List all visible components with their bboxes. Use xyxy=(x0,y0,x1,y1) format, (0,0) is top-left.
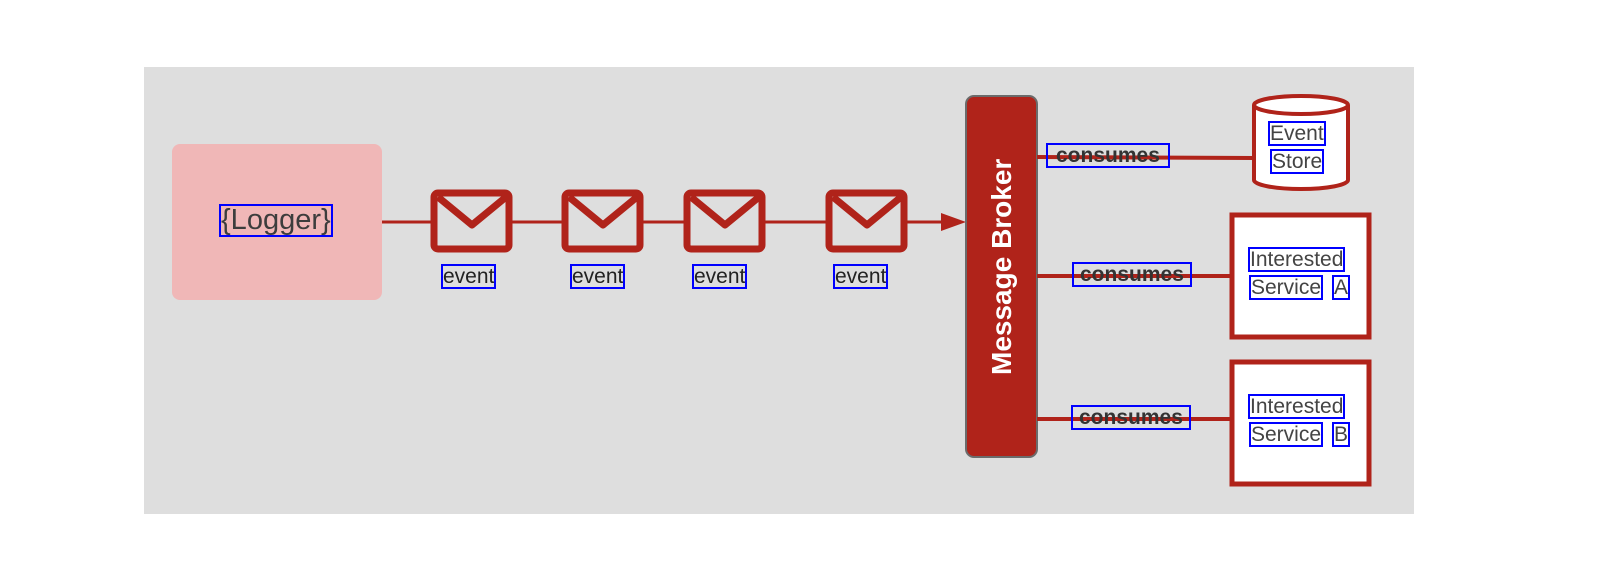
event-label: event xyxy=(440,264,497,289)
service-b-label-line1: Interested xyxy=(1247,394,1346,419)
service-a-label-line1: Interested xyxy=(1247,247,1346,272)
envelope-icon xyxy=(561,189,644,253)
logger-node[interactable] xyxy=(172,144,382,300)
service-a-label-service: Service xyxy=(1248,275,1324,300)
logger-label: {Logger} xyxy=(219,204,333,237)
event-label: event xyxy=(691,264,748,289)
service-b-label-letter: B xyxy=(1331,422,1351,447)
consumes-label: consumes xyxy=(1072,262,1192,287)
event-label: event xyxy=(832,264,889,289)
service-a-label-letter: A xyxy=(1331,275,1351,300)
flow-arrowhead-icon xyxy=(941,213,966,231)
envelope-icon xyxy=(683,189,766,253)
consumes-edge-event-store xyxy=(1036,155,1255,160)
event-store-label-line2: Store xyxy=(1269,149,1325,174)
service-a-node[interactable] xyxy=(1229,212,1372,340)
consumes-label: consumes xyxy=(1046,143,1170,168)
envelope-icon xyxy=(825,189,908,253)
service-b-node[interactable] xyxy=(1229,359,1372,487)
event-label: event xyxy=(569,264,626,289)
service-b-label-service: Service xyxy=(1248,422,1324,447)
consumes-label: consumes xyxy=(1071,405,1191,430)
event-store-label-line1: Event xyxy=(1268,121,1326,146)
event-store-node[interactable] xyxy=(1252,94,1350,191)
envelope-icon xyxy=(430,189,513,253)
message-broker-label: Message Broker xyxy=(986,158,1017,375)
